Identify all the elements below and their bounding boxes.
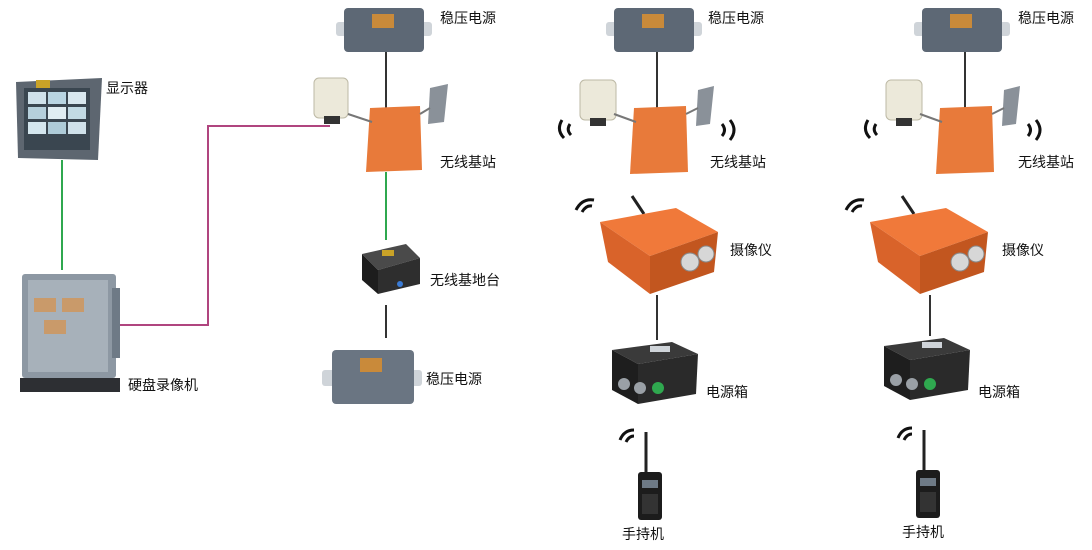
handheld-radio-icon (618, 428, 662, 520)
camera-device-icon (574, 195, 718, 294)
label-stabilizer-top-1: 稳压电源 (440, 11, 496, 27)
stabilizer-device-icon (322, 350, 422, 404)
label-ground-station: 无线基地台 (430, 273, 500, 289)
dvr-device-icon (20, 274, 120, 392)
stabilizer-device-icon (914, 8, 1010, 52)
base-station-icon (863, 79, 1042, 174)
label-stabilizer-top-2: 稳压电源 (708, 11, 764, 27)
label-camera-3: 摄像仪 (1002, 243, 1044, 259)
label-base-station-2: 无线基站 (710, 155, 766, 171)
base-station-icon (557, 79, 736, 174)
ground-station-icon (362, 244, 420, 294)
stabilizer-device-icon (336, 8, 432, 52)
label-power-box-2: 电源箱 (706, 385, 748, 401)
camera-device-icon (844, 195, 988, 294)
label-base-station-3: 无线基站 (1018, 155, 1074, 171)
label-camera-2: 摄像仪 (730, 243, 772, 259)
label-handheld-2: 手持机 (622, 527, 664, 543)
label-display: 显示器 (106, 81, 148, 97)
stabilizer-device-icon (606, 8, 702, 52)
label-base-station-1: 无线基站 (440, 155, 496, 171)
label-power-box-3: 电源箱 (978, 385, 1020, 401)
label-handheld-3: 手持机 (902, 525, 944, 541)
handheld-radio-icon (896, 426, 940, 518)
label-dvr: 硬盘录像机 (128, 378, 198, 394)
display-device-icon (16, 78, 102, 160)
label-stabilizer-bottom: 稳压电源 (426, 372, 482, 388)
label-stabilizer-top-3: 稳压电源 (1018, 11, 1074, 27)
wire-dvr-basestation (118, 125, 330, 326)
power-box-icon (884, 338, 970, 400)
power-box-icon (612, 342, 698, 404)
base-station-icon (313, 77, 448, 172)
